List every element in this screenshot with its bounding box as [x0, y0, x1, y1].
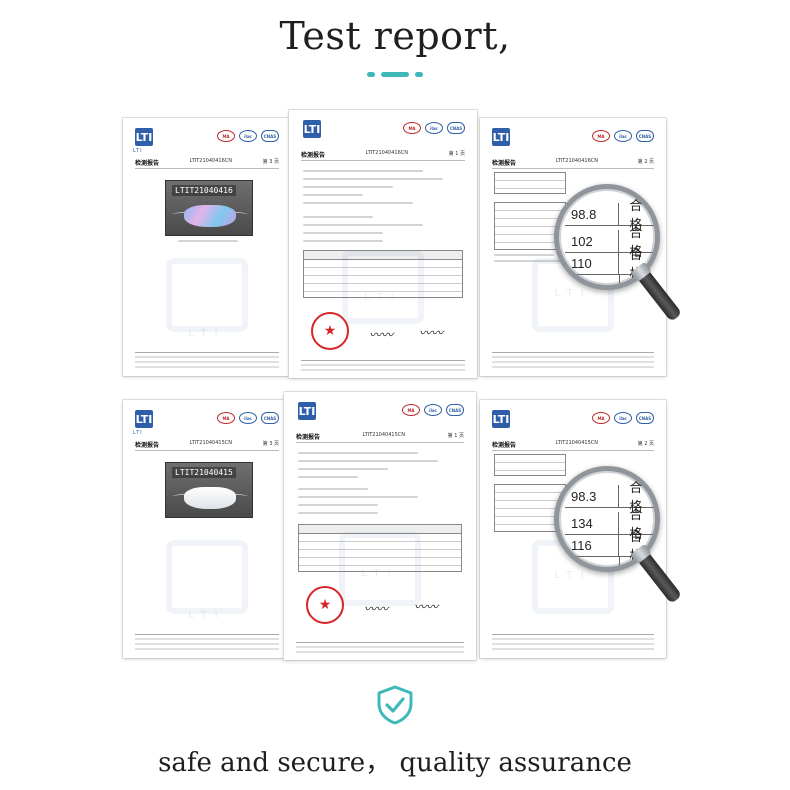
- results-table-top: [494, 454, 566, 476]
- inspection-seal-icon: ★: [311, 312, 349, 350]
- report-page-summary-1: LTI MA ilac CNAS 检测报告 LTIT21040416CN 第 1…: [289, 110, 477, 378]
- ilac-badge-icon: ilac: [614, 412, 632, 424]
- watermark-text: LTI: [361, 568, 399, 579]
- report-header: 检测报告 LTIT21040415CN 第 1 页: [296, 432, 464, 441]
- results-table-top: [494, 172, 566, 194]
- watermark-icon: [339, 532, 421, 606]
- cnas-badge-icon: CNAS: [447, 122, 465, 134]
- watermark-text: LTI: [554, 570, 592, 581]
- signature-2: 〰〰: [414, 600, 439, 614]
- report-header: 检测报告 LTIT21040415CN 第 2 页: [492, 440, 654, 449]
- ilac-badge-icon: ilac: [425, 122, 443, 134]
- report-page-sample-photo-1: LTI LTI MA ilac CNAS 检测报告 LTIT21040416CN…: [123, 118, 291, 376]
- lti-logo-icon: LTI: [135, 128, 153, 146]
- watermark-icon: [166, 258, 248, 332]
- report-header: 检测报告 LTIT21040416CN 第 2 页: [492, 158, 654, 167]
- ilac-badge-icon: ilac: [239, 412, 257, 424]
- signature-1: 〰〰: [369, 328, 394, 342]
- page-title: Test report,: [279, 14, 511, 58]
- cert-badges: MA ilac CNAS: [217, 412, 279, 424]
- sample-code: LTIT21040416: [172, 185, 236, 196]
- summary-table: [303, 250, 463, 298]
- cma-badge-icon: MA: [592, 130, 610, 142]
- watermark-text: LTI: [364, 292, 402, 303]
- lti-logo-icon: LTI: [135, 410, 153, 428]
- report-page-sample-photo-2: LTI LTI MA ilac CNAS 检测报告 LTIT21040415CN…: [123, 400, 291, 658]
- cert-badges: MA ilac CNAS: [402, 404, 464, 416]
- ilac-badge-icon: ilac: [614, 130, 632, 142]
- sample-photo: LTIT21040416: [165, 180, 253, 236]
- cert-badges: MA ilac CNAS: [592, 412, 654, 424]
- cma-badge-icon: MA: [403, 122, 421, 134]
- report-header: 检测报告 LTIT21040416CN 第 1 页: [301, 150, 465, 159]
- lti-logo-icon: LTI: [492, 128, 510, 146]
- report-header: 检测报告 LTIT21040415CN 第 3 页: [135, 440, 279, 449]
- ilac-badge-icon: ilac: [239, 130, 257, 142]
- lti-logo-icon: LTI: [492, 410, 510, 428]
- logo-caption: LTI: [133, 148, 143, 154]
- cert-badges: MA ilac CNAS: [217, 130, 279, 142]
- cma-badge-icon: MA: [592, 412, 610, 424]
- watermark-icon: [166, 540, 248, 614]
- watermark-icon: [342, 250, 424, 324]
- signature-1: 〰〰: [364, 602, 389, 616]
- cnas-badge-icon: CNAS: [261, 130, 279, 142]
- ilac-badge-icon: ilac: [424, 404, 442, 416]
- inspection-seal-icon: ★: [306, 586, 344, 624]
- report-header: 检测报告 LTIT21040416CN 第 3 页: [135, 158, 279, 167]
- summary-table: [298, 524, 462, 572]
- signature-2: 〰〰: [419, 326, 444, 340]
- sample-photo: LTIT21040415: [165, 462, 253, 518]
- report-page-summary-2: LTI MA ilac CNAS 检测报告 LTIT21040415CN 第 1…: [284, 392, 476, 660]
- cma-badge-icon: MA: [402, 404, 420, 416]
- lti-logo-icon: LTI: [298, 402, 316, 420]
- mask-image: [184, 487, 236, 509]
- cert-badges: MA ilac CNAS: [403, 122, 465, 134]
- shield-check-icon: [377, 685, 413, 725]
- title-accent-bar: [367, 72, 423, 77]
- cnas-badge-icon: CNAS: [446, 404, 464, 416]
- watermark-text: LTI: [188, 328, 226, 339]
- footer-tagline: safe and secure， quality assurance: [158, 748, 632, 778]
- watermark-text: LTI: [554, 288, 592, 299]
- sample-code: LTIT21040415: [172, 467, 236, 478]
- cnas-badge-icon: CNAS: [636, 412, 654, 424]
- cert-badges: MA ilac CNAS: [592, 130, 654, 142]
- cnas-badge-icon: CNAS: [636, 130, 654, 142]
- cma-badge-icon: MA: [217, 130, 235, 142]
- lti-logo-icon: LTI: [303, 120, 321, 138]
- watermark-text: LTI: [188, 610, 226, 621]
- logo-caption: LTI: [133, 430, 143, 436]
- cnas-badge-icon: CNAS: [261, 412, 279, 424]
- cma-badge-icon: MA: [217, 412, 235, 424]
- mask-image: [184, 205, 236, 227]
